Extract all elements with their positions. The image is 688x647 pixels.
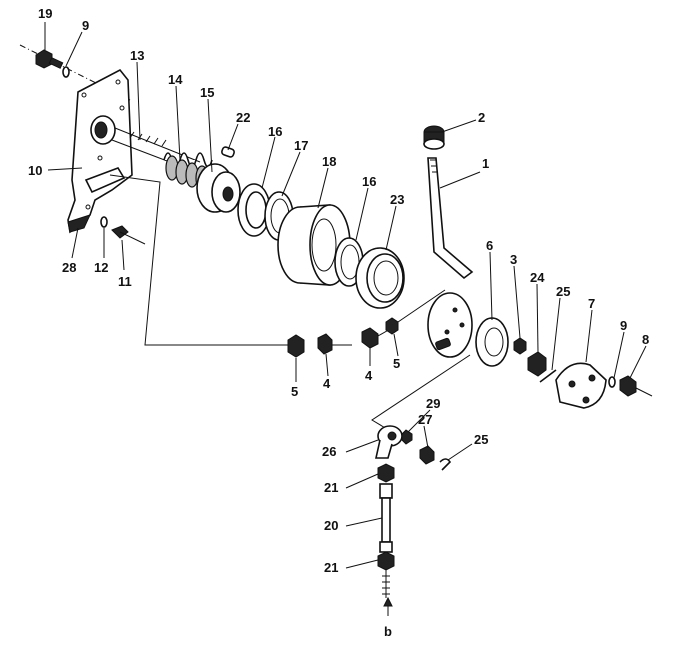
washer-9-right (608, 376, 616, 388)
callout-24: 24 (530, 270, 545, 285)
callout-5-left: 5 (291, 384, 298, 399)
key-22 (221, 146, 235, 158)
callout-27: 27 (418, 412, 432, 427)
callout-4-left: 4 (323, 376, 331, 391)
callout-11: 11 (118, 274, 132, 289)
leader-bolt-to-plate (397, 289, 446, 323)
callout-5-right: 5 (393, 356, 400, 371)
callout-9-right: 9 (620, 318, 627, 333)
cover-7 (555, 362, 607, 409)
callout-16-right: 16 (362, 174, 376, 189)
callout-19: 19 (38, 6, 52, 21)
knob-2 (423, 125, 445, 150)
callout-21-lower: 21 (324, 560, 338, 575)
callout-22: 22 (236, 110, 250, 125)
callout-25-right: 25 (556, 284, 570, 299)
callout-8: 8 (642, 332, 649, 347)
callout-18: 18 (322, 154, 336, 169)
collar-15 (196, 163, 241, 213)
rod-20 (379, 483, 393, 553)
bolt-4-right (361, 327, 393, 349)
pin-25-right (539, 369, 557, 383)
callout-29: 29 (426, 396, 440, 411)
nut-27 (419, 445, 435, 465)
callout-9-left: 9 (82, 18, 89, 33)
bolt-4-left (317, 333, 352, 355)
callout-14: 14 (168, 72, 183, 87)
screw-11 (111, 225, 146, 245)
bolt-19 (19, 44, 131, 101)
nut-21-upper (377, 463, 395, 483)
callout-15: 15 (200, 85, 214, 100)
callout-16-left: 16 (268, 124, 282, 139)
callout-13: 13 (130, 48, 144, 63)
callout-7: 7 (588, 296, 595, 311)
callout-6: 6 (486, 238, 493, 253)
callout-4-right: 4 (365, 368, 373, 383)
callout-10: 10 (28, 163, 42, 178)
callout-3: 3 (510, 252, 517, 267)
callout-25-lower: 25 (474, 432, 488, 447)
rod-end-26 (375, 425, 403, 459)
nut-29 (401, 429, 413, 445)
washer-16-left (237, 183, 271, 237)
callout-12: 12 (94, 260, 108, 275)
lever-1 (427, 157, 474, 280)
nut-3 (513, 337, 527, 355)
callout-labels: 19 9 13 14 15 22 16 17 18 16 23 10 28 12… (28, 6, 649, 639)
plate-6 (427, 292, 509, 367)
callout-17: 17 (294, 138, 308, 153)
callout-20: 20 (324, 518, 338, 533)
callout-28: 28 (62, 260, 76, 275)
pin-25-lower (439, 458, 452, 471)
arrow-b (383, 596, 393, 616)
leader-lines (44, 22, 647, 569)
callout-26: 26 (322, 444, 336, 459)
seal-23 (355, 247, 405, 309)
callout-2: 2 (478, 110, 485, 125)
nut-24 (527, 351, 547, 377)
bolt-8 (619, 375, 653, 397)
nut-5-left (287, 334, 305, 358)
callout-b: b (384, 624, 392, 639)
connector-line-left (109, 174, 292, 346)
callout-23: 23 (390, 192, 404, 207)
bracket-plate-10 (67, 68, 133, 234)
nut-5-right (385, 317, 399, 335)
callout-1: 1 (482, 156, 489, 171)
washer-9-left (62, 66, 70, 78)
nut-21-lower (377, 551, 395, 598)
washer-12 (100, 216, 108, 228)
callout-21-upper: 21 (324, 480, 338, 495)
